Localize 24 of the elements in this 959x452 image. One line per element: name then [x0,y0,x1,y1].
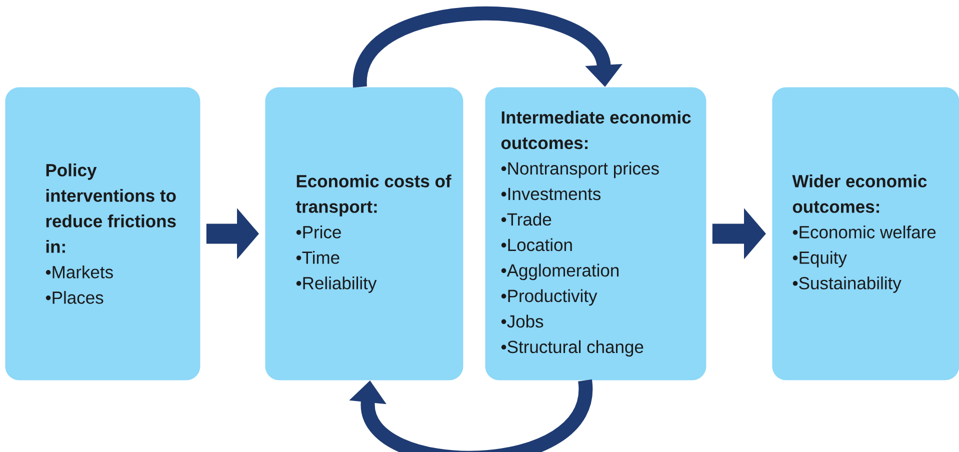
bullet-item: •Agglomeration [501,264,619,280]
bullet-item: •Time [296,251,340,264]
bullet-item: •Investments [501,188,601,200]
process-box [265,87,464,380]
bullet-item: •Productivity [501,289,598,306]
bullet-item: •Equity [792,251,847,268]
bullet-item: •Price [296,226,341,238]
box-heading: Policy interventions to reduce frictions in: [46,164,176,253]
bullet-item: •Sustainability [792,276,902,293]
bullet-item: •Structural change [501,340,644,357]
bullet-item: •Places [46,291,104,304]
box-heading: Wider economic outcomes: [792,174,927,213]
bullet-item: •Reliability [296,276,377,293]
bullet-item: •Trade [501,212,552,226]
bullet-item: •Location [501,238,572,252]
bullet-item: •Nontransport prices [501,162,659,178]
process-box [772,87,959,380]
box-heading: Intermediate economic outcomes: [501,110,691,150]
box-heading: Economic costs of transport: [296,174,452,216]
process-box [485,87,706,380]
bullet-item: •Jobs [501,314,544,328]
bullet-item: •Markets [46,266,113,278]
bullet-item: •Economic welfare [792,226,936,238]
process-box [5,87,200,380]
